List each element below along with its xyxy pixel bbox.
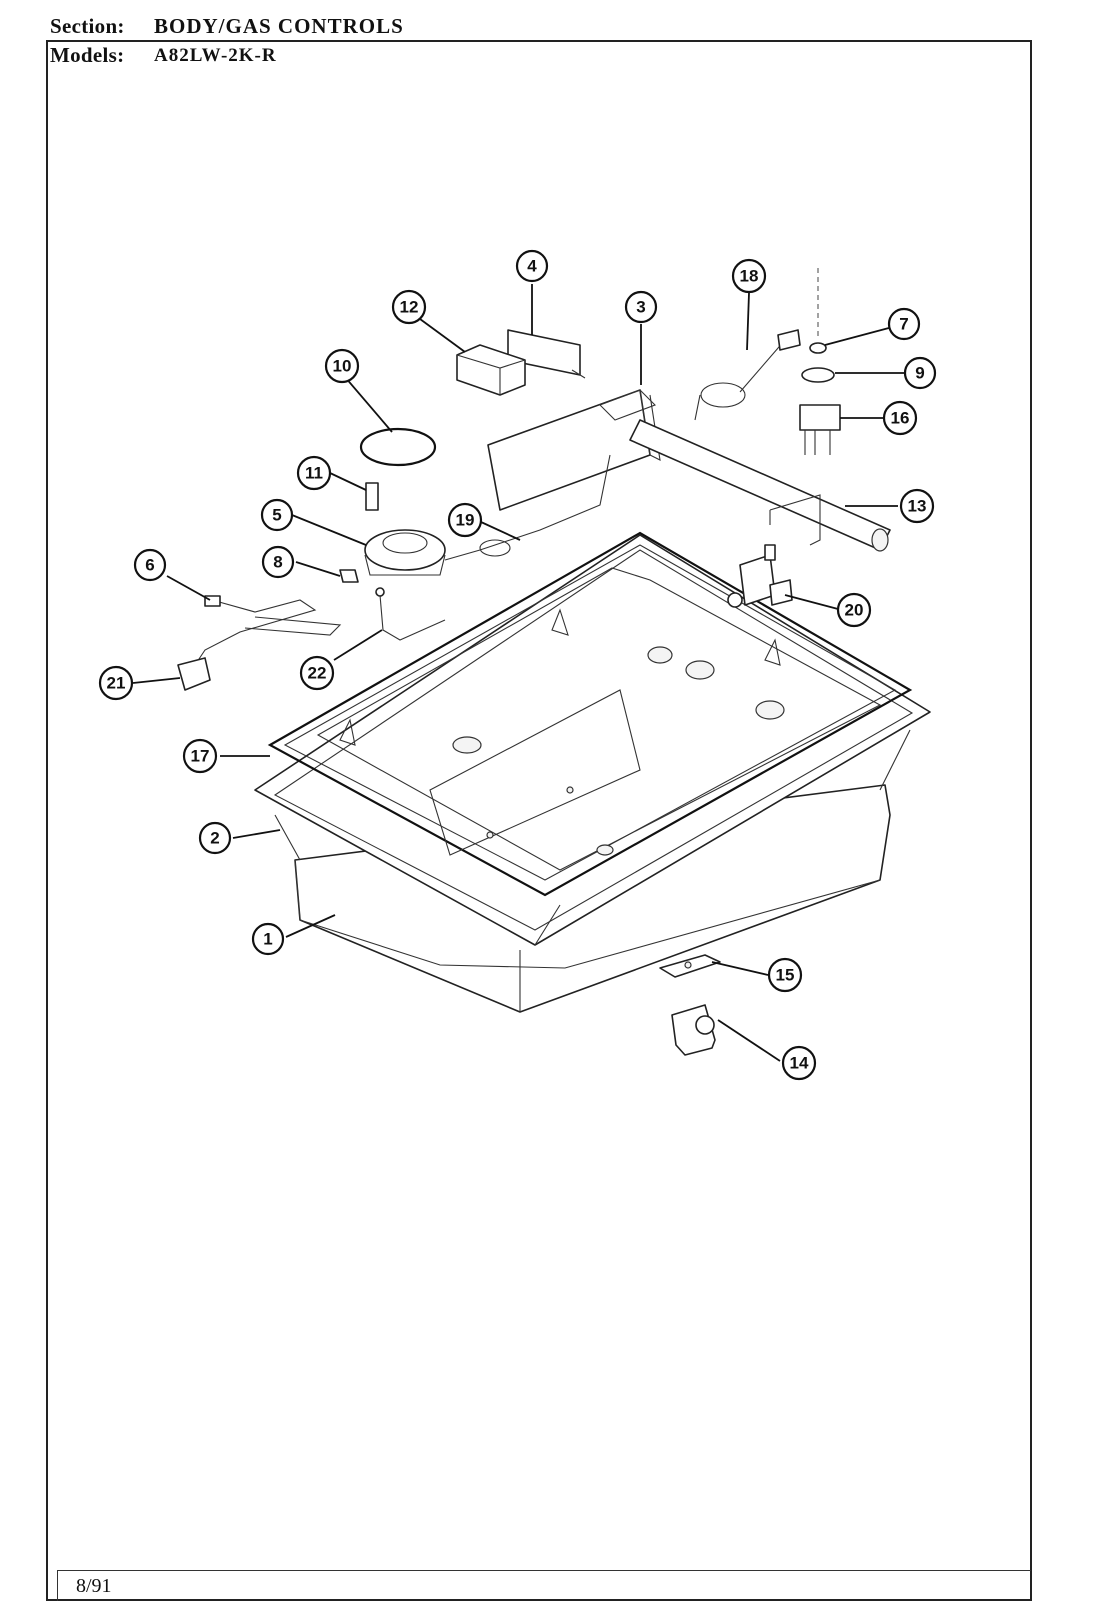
revision-date: 8/91 xyxy=(76,1575,112,1597)
part-gas-valve xyxy=(727,544,793,608)
callout-14: 14 xyxy=(781,1045,817,1081)
part-manifold xyxy=(629,419,891,552)
part-igniter xyxy=(365,482,379,511)
part-o-ring xyxy=(359,427,437,467)
callout-1: 1 xyxy=(251,922,285,956)
part-burner-head xyxy=(364,529,446,576)
svg-text:10: 10 xyxy=(333,357,352,376)
svg-text:5: 5 xyxy=(272,506,281,525)
callout-2: 2 xyxy=(198,821,232,855)
callout-16: 16 xyxy=(882,400,918,436)
exploded-parts-diagram: 1 2 3 4 5 6 7 8 9 10 11 12 13 14 15 16 1… xyxy=(98,249,937,1081)
part-tubing xyxy=(694,329,801,421)
svg-text:19: 19 xyxy=(456,511,475,530)
models-label: Models: xyxy=(50,43,125,67)
part-power-cord xyxy=(194,595,342,666)
svg-text:21: 21 xyxy=(107,674,126,693)
svg-text:22: 22 xyxy=(308,664,327,683)
callout-19: 19 xyxy=(447,502,483,538)
section-label: Section: xyxy=(50,14,125,38)
part-burner-tube xyxy=(444,454,611,561)
callout-22: 22 xyxy=(299,655,335,691)
callout-6: 6 xyxy=(133,548,167,582)
callout-10: 10 xyxy=(324,348,360,384)
models-value: A82LW-2K-R xyxy=(154,45,277,66)
footer-edge xyxy=(57,1570,58,1601)
section-value: BODY/GAS CONTROLS xyxy=(154,14,404,38)
svg-text:3: 3 xyxy=(636,298,645,317)
part-bracket xyxy=(487,389,661,511)
part-mounting-plate xyxy=(507,329,586,379)
part-gasket-seal xyxy=(267,531,913,897)
footer-divider xyxy=(57,1570,1031,1571)
part-plug xyxy=(177,657,211,691)
part-spark-module xyxy=(456,344,526,396)
svg-text:7: 7 xyxy=(899,315,908,334)
svg-text:15: 15 xyxy=(776,966,795,985)
callout-9: 9 xyxy=(903,356,937,390)
svg-text:17: 17 xyxy=(191,747,210,766)
svg-text:20: 20 xyxy=(845,601,864,620)
part-burner-plate xyxy=(659,954,721,978)
svg-text:13: 13 xyxy=(908,497,927,516)
callout-5: 5 xyxy=(260,498,294,532)
callout-21: 21 xyxy=(98,665,134,701)
callout-17: 17 xyxy=(182,738,218,774)
callout-11: 11 xyxy=(296,455,332,491)
part-connector xyxy=(671,1004,716,1056)
svg-text:8: 8 xyxy=(273,553,282,572)
svg-text:11: 11 xyxy=(305,464,323,483)
svg-text:16: 16 xyxy=(891,409,910,428)
callout-15: 15 xyxy=(767,957,803,993)
callout-20: 20 xyxy=(836,592,872,628)
leader-lines xyxy=(132,284,907,1062)
part-tray-interior xyxy=(316,567,882,871)
part-wire xyxy=(375,587,446,641)
svg-text:18: 18 xyxy=(740,267,759,286)
svg-text:14: 14 xyxy=(790,1054,809,1073)
svg-text:9: 9 xyxy=(915,364,924,383)
svg-text:4: 4 xyxy=(527,257,537,276)
callout-18: 18 xyxy=(731,258,767,294)
svg-text:12: 12 xyxy=(400,298,419,317)
callout-7: 7 xyxy=(887,307,921,341)
part-clip xyxy=(339,569,359,583)
svg-text:2: 2 xyxy=(210,829,219,848)
svg-text:1: 1 xyxy=(263,930,272,949)
svg-text:6: 6 xyxy=(145,556,154,575)
callout-8: 8 xyxy=(261,545,295,579)
callout-3: 3 xyxy=(624,290,658,324)
part-top-tray xyxy=(254,534,931,946)
part-valve-stack xyxy=(799,268,841,455)
callout-4: 4 xyxy=(515,249,549,283)
callout-13: 13 xyxy=(899,488,935,524)
callout-12: 12 xyxy=(391,289,427,325)
